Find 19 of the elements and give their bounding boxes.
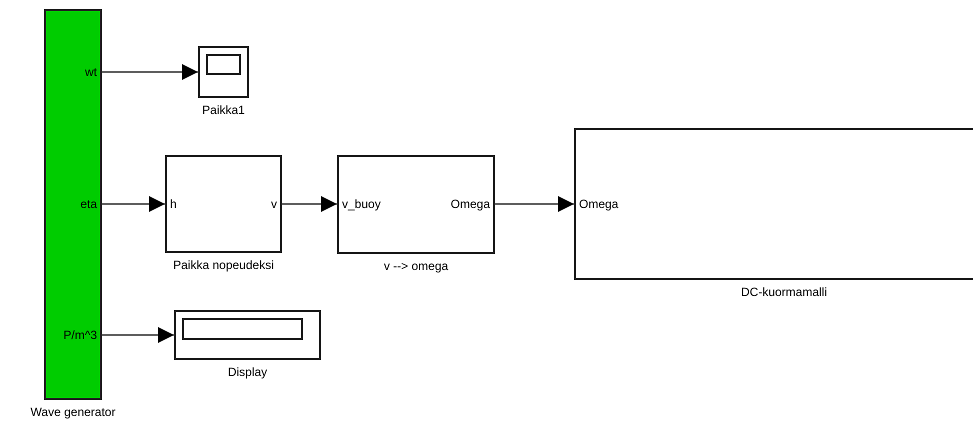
block-name: Paikka1 [201,103,246,117]
arrow [102,64,198,80]
port-label: Omega [579,197,618,211]
port-label: v [271,197,277,211]
arrow [102,327,174,343]
port-label: Omega [450,197,490,211]
block-name: DC-kuormamalli [740,285,828,299]
arrow [102,196,165,212]
port-label: P/m^3 [63,328,97,342]
block-name: Wave generator [30,405,116,419]
port-label: eta [80,197,97,211]
port-label: h [170,197,177,211]
block-name: Paikka nopeudeksi [172,258,275,272]
arrow [282,196,337,212]
port-label: v_buoy [342,197,381,211]
block-name: v --> omega [382,259,450,273]
arrow [495,196,574,212]
port-label: wt [85,65,97,79]
block-name: Display [226,365,268,379]
